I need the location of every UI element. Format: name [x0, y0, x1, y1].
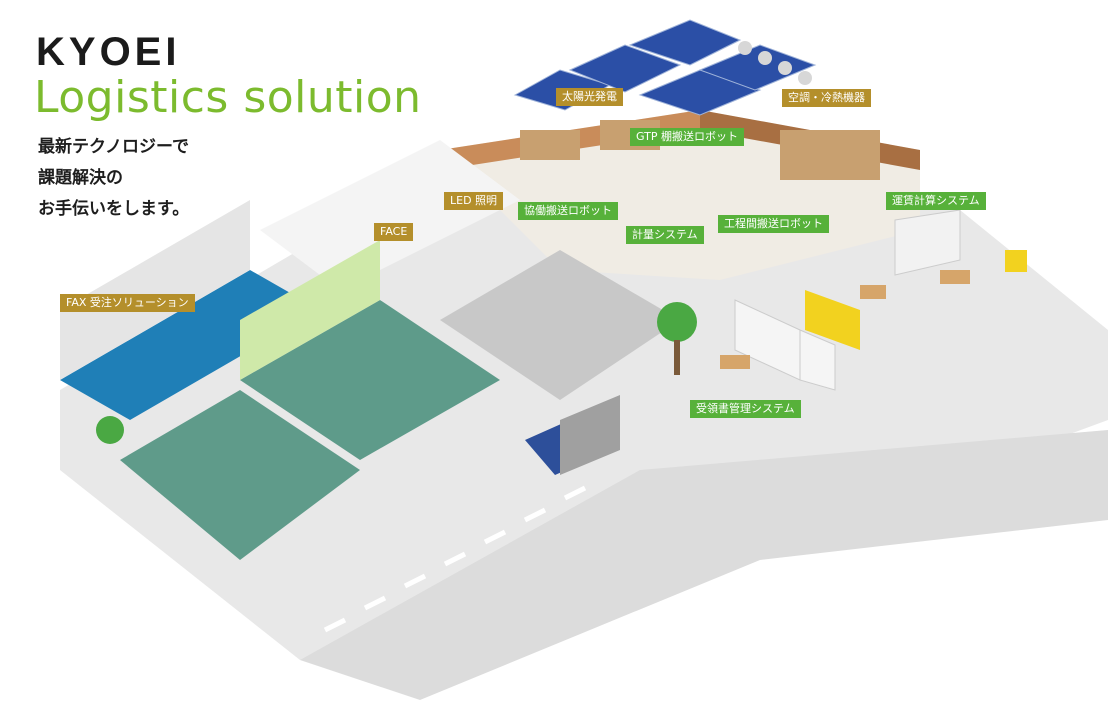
truck-gray	[894, 209, 961, 276]
label-gtp-robot[interactable]: GTP 棚搬送ロボット	[630, 128, 744, 146]
label-aircon[interactable]: 空調・冷熱機器	[782, 89, 871, 107]
tagline-line-2: 課題解決の	[38, 168, 123, 188]
trees	[96, 302, 697, 444]
road-markings	[323, 485, 587, 633]
meeting-room-floor	[240, 300, 500, 460]
label-solar-power[interactable]: 太陽光発電	[556, 88, 623, 106]
label-led-lighting[interactable]: LED 照明	[444, 192, 504, 210]
label-interprocess-robot[interactable]: 工程間搬送ロボット	[718, 215, 829, 233]
office-mid-floor	[260, 140, 520, 290]
reception-floor	[120, 390, 360, 560]
label-freight-calc[interactable]: 運賃計算システム	[886, 192, 986, 210]
road	[300, 430, 1108, 700]
warehouse-shelves	[520, 120, 880, 180]
tagline: 最新テクノロジーで 課題解決の お手伝いをします。	[38, 132, 189, 225]
truck-white	[734, 299, 836, 391]
office-floor-blue	[60, 270, 320, 420]
label-cobot[interactable]: 協働搬送ロボット	[518, 202, 618, 220]
label-receipt-mgmt[interactable]: 受領書管理システム	[690, 400, 801, 418]
tagline-line-3: お手伝いをします。	[38, 199, 190, 219]
tagline-line-1: 最新テクノロジーで	[38, 137, 189, 157]
forklift	[1005, 250, 1027, 272]
office-wall	[60, 200, 250, 380]
label-fax-order[interactable]: FAX 受注ソリューション	[60, 294, 195, 312]
brand-logo: KYOEI	[36, 30, 181, 74]
page-subtitle: Logistics solution	[34, 72, 422, 123]
aircon-units	[738, 41, 812, 85]
label-weighing-system[interactable]: 計量システム	[626, 226, 704, 244]
cafeteria-floor	[440, 250, 680, 400]
label-face[interactable]: FACE	[374, 223, 414, 241]
meeting-room-wall	[240, 240, 380, 380]
truck-blue	[525, 395, 620, 475]
truck-yellow	[805, 290, 860, 350]
pallets	[720, 270, 970, 369]
